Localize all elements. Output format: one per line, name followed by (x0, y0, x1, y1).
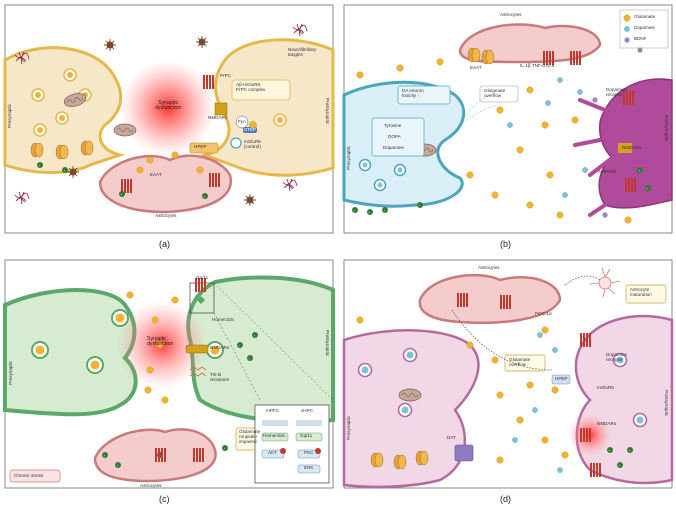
caption-c: (c) (159, 494, 170, 504)
label-astrocytes-b: Astrocytes (500, 12, 522, 17)
label-overflow-b: Glutamate overflow (484, 88, 506, 98)
label-astrocytes-a: Astrocytes (155, 213, 177, 218)
label-mpfc: mPFC (266, 408, 280, 413)
label-nmdars-b: NMDARs (622, 145, 642, 150)
label-neurofibrillary-a: Neurofibrillary tangles (288, 47, 317, 57)
label-homer-inset: Homer1b/c (263, 433, 286, 438)
label-dat-d: DAT (447, 435, 456, 440)
caption-a: (a) (159, 239, 170, 249)
maturation-box-d (625, 284, 667, 304)
label-mglur5-d: mGluR5 (597, 385, 614, 390)
overflow-box-b (479, 85, 519, 103)
label-complex-a: Aβ-mGluR5- PrPC complex (236, 82, 266, 92)
astrocyte-d (418, 273, 562, 325)
label-postsynaptic-a: Postsynaptic (325, 98, 330, 125)
presynaptic-terminal-c (3, 288, 138, 417)
label-presynaptic-a: Presynaptic (7, 103, 12, 128)
presynaptic-terminal-a (3, 46, 126, 174)
synaptic-glow-a (120, 60, 216, 156)
label-vhpc: vHPC (301, 408, 313, 413)
label-tyrosine-b: Tyrosine (384, 123, 402, 128)
legend-dopamine: Dopamine (634, 25, 655, 30)
legend-glutamate: Glutamate (634, 14, 656, 19)
panel-b (342, 4, 673, 234)
panel-a (3, 4, 335, 234)
label-nmdars-a: NMDARs (208, 115, 228, 120)
label-eaat-a: EAAT (150, 172, 162, 177)
label-dopamine-receptor-d: Dopamine receptor (606, 352, 627, 362)
label-postsynaptic-d: Postsynaptic (664, 390, 669, 417)
label-gq-inset: Gq/11 (300, 433, 313, 438)
caption-d: (d) (500, 494, 511, 504)
toxicity-box-b (397, 85, 451, 105)
label-astrocytes-c: Astrocytes (140, 483, 162, 488)
label-reuptake-c: Glutamate reuptake impaired (239, 429, 261, 444)
label-ampars-b: AMPARs (598, 169, 617, 174)
label-prpc-a: PrPC (220, 73, 231, 78)
label-akt: AKT (268, 450, 277, 455)
label-synaptic-dysfunction-a: Synaptic dysfunction (155, 100, 182, 112)
label-dopa-b: DOPA (388, 134, 401, 139)
label-nmdars-c: NMDARs (210, 345, 230, 350)
astrocyte-b (458, 23, 602, 64)
label-dopamine-b: Dopamine (383, 145, 404, 150)
label-gq-c: Gq/11 (196, 275, 209, 280)
panel-d (342, 259, 674, 489)
label-dopamine-receptor-b: Dopamine receptor (606, 87, 627, 97)
chronic-stress-box (9, 469, 61, 483)
label-erk: ERK (304, 465, 314, 470)
label-strep-a: STEP (244, 127, 256, 132)
label-nmdars-d: NMDARs (597, 421, 617, 426)
label-astrocytes-d: Astrocytes (478, 265, 500, 270)
label-chronic-stress: Chronic stress (14, 473, 44, 478)
label-eaat-b: EAAT (470, 65, 482, 70)
label-overflow-d: Glutamate overflow (509, 357, 531, 367)
label-postsynaptic-c: Postsynaptic (325, 330, 330, 357)
label-trkb-c: Trk-B receptors (210, 372, 230, 382)
overflow-box-d (504, 354, 546, 372)
label-hpep-a: HPEP (194, 144, 207, 149)
label-pkc: PKC (304, 450, 314, 455)
label-postsynaptic-b: Postsynaptic (664, 115, 669, 142)
panel-c (3, 259, 335, 489)
caption-b: (b) (500, 239, 511, 249)
label-presynaptic-d: Presynaptic (346, 415, 351, 440)
label-maturation-d: Astrocyte maturation (630, 287, 652, 297)
label-mglur5-a: mGluR5 (control) (244, 139, 261, 149)
label-pgc-d: PGC-1α (535, 311, 552, 316)
label-synaptic-dysfunction-c: Synaptic dysfunction (147, 336, 174, 348)
label-cytokines-b: IL-1β TNF-α IL-6 (520, 63, 555, 68)
label-presynaptic-b: Presynaptic (346, 145, 351, 170)
label-fyn-a: Fyn (238, 119, 246, 124)
label-hpep-d: HPEP (555, 376, 568, 381)
label-homer-c: Homer1b/c (212, 317, 235, 322)
astrocyte-neuron-icon (589, 267, 621, 298)
label-presynaptic-c: Presynaptic (8, 360, 13, 385)
legend-bdnf: BDNF (634, 36, 647, 41)
synthesis-box-b (371, 117, 425, 157)
label-da-neuron-b: DA neuron toxicity ↑ (402, 88, 424, 98)
astrocyte-a (98, 154, 232, 214)
complex-box-a (231, 79, 291, 101)
